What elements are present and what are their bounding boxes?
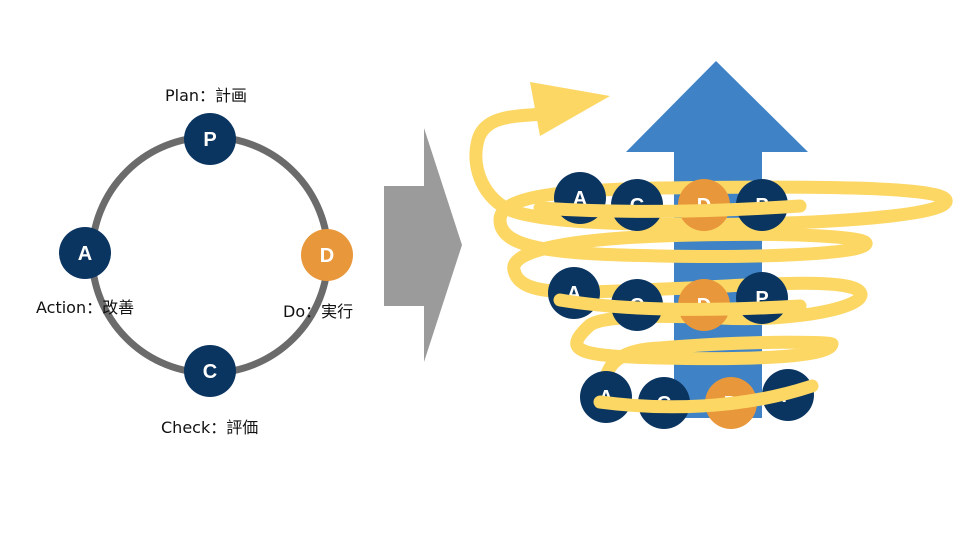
cycle-node-p-circle: [184, 113, 236, 165]
cycle-node-c-letter: C: [203, 361, 217, 383]
check-label: Check：評価: [161, 418, 259, 437]
action-label: Action：改善: [36, 298, 135, 317]
cycle-node-p: P: [184, 113, 236, 165]
do-label: Do：実行: [283, 302, 354, 321]
cycle-node-d: D: [301, 229, 353, 281]
cycle-node-c: C: [184, 345, 236, 397]
cycle-node-d-circle: [301, 229, 353, 281]
cycle-nodes: P D C A: [59, 113, 353, 397]
cycle-node-a: A: [59, 227, 111, 279]
spiral-row2-node-p: P: [736, 272, 788, 324]
spiral-path-front: [533, 199, 819, 414]
cycle-node-c-circle: [184, 345, 236, 397]
cycle-node-d-letter: D: [320, 245, 334, 267]
cycle-node-a-circle: [59, 227, 111, 279]
plan-label: Plan：計画: [165, 86, 248, 105]
spiral-arrow-head: [530, 82, 610, 136]
cycle-ring: [88, 133, 332, 377]
cycle-node-p-letter: P: [203, 129, 216, 151]
transition-arrow: [384, 128, 462, 362]
cycle-node-a-letter: A: [78, 243, 92, 265]
spiral-row2-node-a: A: [548, 267, 600, 319]
